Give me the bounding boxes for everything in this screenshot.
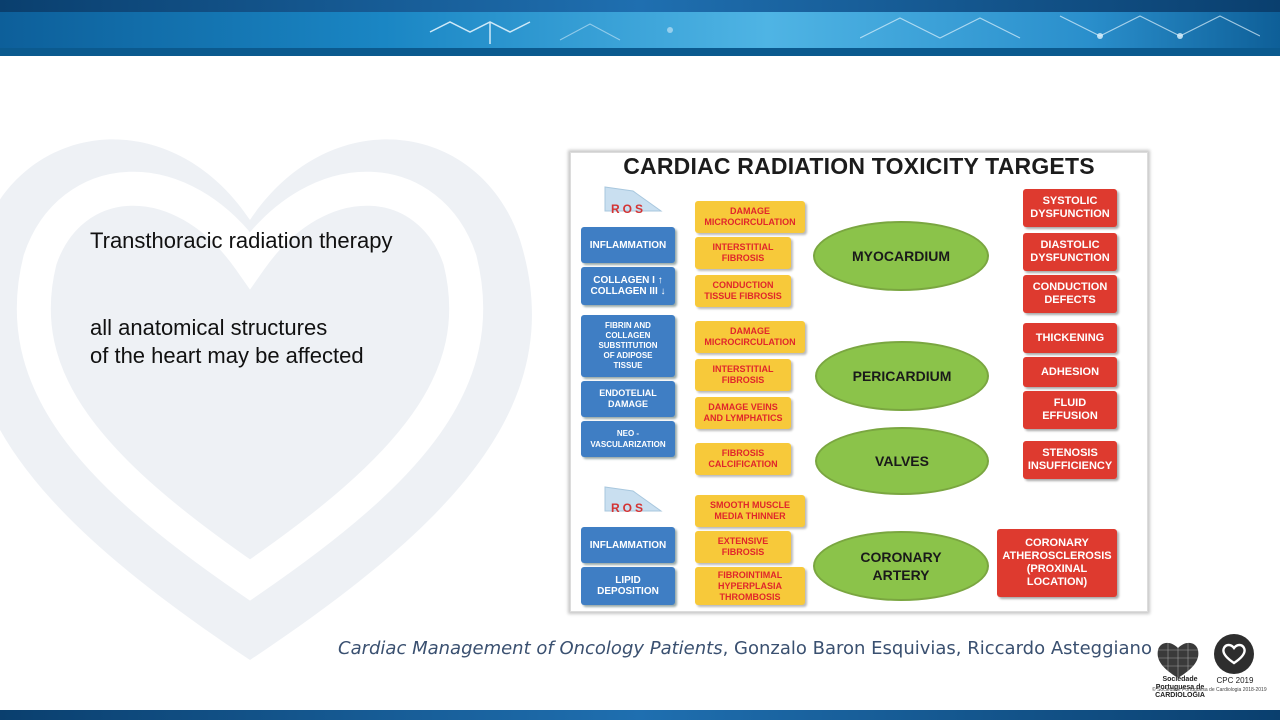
statement-line-1: all anatomical structures — [90, 315, 328, 340]
mechanism-box: CONDUCTION TISSUE FIBROSIS — [695, 275, 791, 307]
outcome-box: FLUID EFFUSION — [1023, 391, 1117, 429]
outcome-box: CONDUCTION DEFECTS — [1023, 275, 1117, 313]
ros-marker-icon — [604, 486, 663, 512]
cause-box: NEO - VASCULARIZATION — [581, 421, 675, 457]
bottom-band — [0, 710, 1280, 720]
spc-heart-logo-icon — [1157, 642, 1199, 678]
outcome-box: DIASTOLIC DYSFUNCTION — [1023, 233, 1117, 271]
target-valves: VALVES — [815, 427, 989, 495]
toxicity-diagram: CARDIAC RADIATION TOXICITY TARGETS ROS R… — [570, 152, 1148, 612]
mechanism-box: DAMAGE MICROCIRCULATION — [695, 201, 805, 233]
cause-box: INFLAMMATION — [581, 527, 675, 563]
mechanism-box: FIBROSIS CALCIFICATION — [695, 443, 791, 475]
target-coronary-artery: CORONARY ARTERY — [813, 531, 989, 601]
mechanism-box: EXTENSIVE FIBROSIS — [695, 531, 791, 563]
top-banner — [0, 0, 1280, 56]
target-myocardium: MYOCARDIUM — [813, 221, 989, 291]
spc-logo-text: Sociedade Portuguesa de CARDIOLOGIA — [1155, 676, 1205, 699]
citation-authors: , Gonzalo Baron Esquivias, Riccardo Aste… — [722, 638, 1152, 659]
banner-rule — [0, 48, 1280, 56]
citation-book-title: Cardiac Management of Oncology Patients — [338, 638, 723, 659]
diagram-title: CARDIAC RADIATION TOXICITY TARGETS — [623, 153, 1095, 179]
heart-watermark-icon — [0, 139, 532, 660]
mechanism-box: INTERSTITIAL FIBROSIS — [695, 237, 791, 269]
mechanism-box: DAMAGE VEINS AND LYMPHATICS — [695, 397, 791, 429]
citation: Cardiac Management of Oncology Patients,… — [338, 638, 1152, 659]
outcome-box: ADHESION — [1023, 357, 1117, 387]
outcome-box: CORONARY ATHEROSCLEROSIS (PROXINAL LOCAT… — [997, 529, 1117, 597]
mechanism-box: INTERSTITIAL FIBROSIS — [695, 359, 791, 391]
cause-box: INFLAMMATION — [581, 227, 675, 263]
molecule-graphic-icon — [429, 21, 673, 44]
copyright-text: © Sociedade Portuguesa de Cardiologia 20… — [1152, 687, 1267, 693]
cause-box: COLLAGEN I ↑ COLLAGEN III ↓ — [581, 267, 675, 305]
cpc-logo-text: CPC 2019 — [1216, 676, 1254, 685]
ros-marker-icon — [604, 186, 663, 212]
cause-box: FIBRIN AND COLLAGEN SUBSTITUTION OF ADIP… — [581, 315, 675, 377]
cpc-heart-icon — [1222, 643, 1246, 665]
statement-radiation-therapy: Transthoracic radiation therapy — [90, 228, 393, 253]
statement-line-2: of the heart may be affected — [90, 343, 364, 368]
statement-anatomical-structures: all anatomical structures of the heart m… — [90, 314, 364, 370]
cpc-logo — [1214, 634, 1254, 674]
molecule-network-icon — [860, 15, 1260, 39]
ros-label: ROS — [611, 501, 647, 515]
mechanism-box: DAMAGE MICROCIRCULATION — [695, 321, 805, 353]
outcome-box: THICKENING — [1023, 323, 1117, 353]
mechanism-box: SMOOTH MUSCLE MEDIA THINNER — [695, 495, 805, 527]
outcome-box: SYSTOLIC DYSFUNCTION — [1023, 189, 1117, 227]
banner-top-band — [0, 0, 1280, 12]
target-pericardium: PERICARDIUM — [815, 341, 989, 411]
mechanism-box: FIBROINTIMAL HYPERPLASIA THROMBOSIS — [695, 567, 805, 605]
cause-box: LIPID DEPOSITION — [581, 567, 675, 605]
outcome-box: STENOSIS INSUFFICIENCY — [1023, 441, 1117, 479]
cause-box: ENDOTELIAL DAMAGE — [581, 381, 675, 417]
ros-label: ROS — [611, 202, 647, 216]
